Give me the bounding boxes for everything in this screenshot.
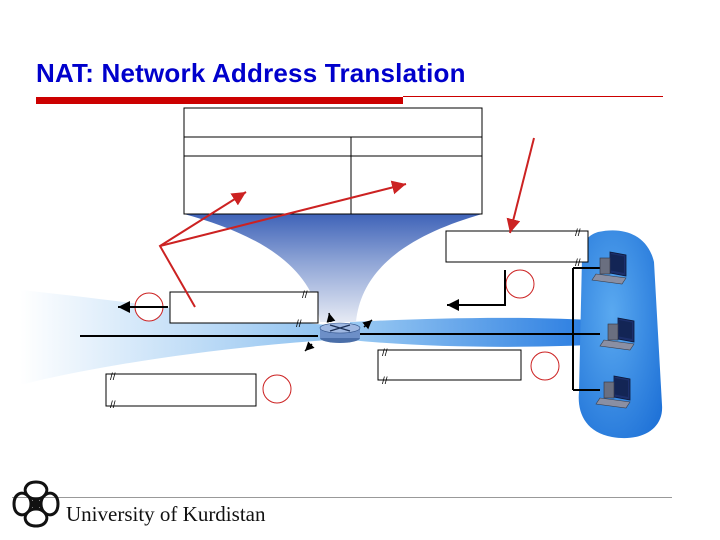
svg-text://: // [575,228,581,239]
svg-text://: // [302,290,308,301]
svg-text://: // [110,400,116,411]
svg-text://: // [110,372,116,383]
svg-text://: // [382,376,388,387]
title-underline-bar [36,97,403,104]
svg-text://: // [296,319,302,330]
step-circle-4 [530,351,560,381]
router-arrow-left [304,341,315,352]
title-underline-thin [403,96,663,97]
packet-box-1: // // [169,290,319,330]
slide-title: NAT: Network Address Translation [36,58,466,88]
router-icon [319,322,361,343]
step-circle-2 [262,374,292,404]
footer-university-name: University of Kurdistan [66,502,266,526]
router-arrow-right [362,319,373,330]
desktop-computer-icon [595,375,631,409]
nat-translation-table [183,107,483,215]
step-circle-3 [505,269,535,299]
desktop-computer-icon [591,251,627,285]
packet-box-2: // // [105,372,257,411]
flow-arrow-in [447,270,506,311]
router-arrow-up [326,312,336,323]
internet-stream [20,290,330,385]
annotation-arrow-b [159,180,407,247]
lan-stream [350,317,590,347]
university-seal-icon [12,480,60,528]
packet-box-3: // // [445,228,589,269]
svg-text://: // [575,258,581,269]
annotation-arrow-c [506,137,535,234]
nat-funnel [184,214,482,322]
svg-text://: // [382,348,388,359]
desktop-computer-icon [599,317,635,351]
footer-divider [12,497,672,498]
packet-box-4: // // [377,348,522,387]
